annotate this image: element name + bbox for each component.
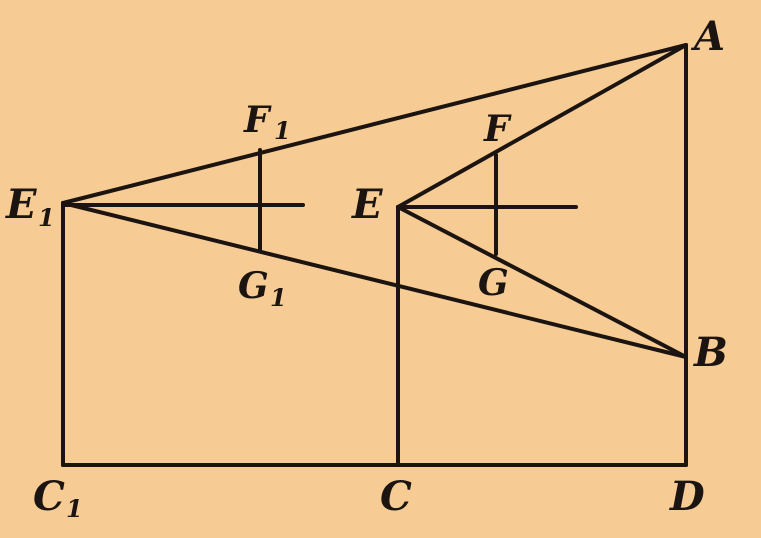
label-g1-subscript: 1 bbox=[270, 283, 287, 312]
label-g1: G bbox=[238, 265, 269, 307]
label-d: D bbox=[669, 473, 705, 520]
label-f1-subscript: 1 bbox=[274, 116, 291, 145]
label-e1: E bbox=[5, 181, 37, 228]
label-b: B bbox=[693, 329, 728, 376]
line-e1-b bbox=[61, 201, 688, 359]
line-e-b bbox=[396, 205, 688, 359]
label-e: E bbox=[351, 181, 383, 228]
label-f1: F bbox=[243, 99, 272, 141]
line-e1-a bbox=[61, 43, 688, 205]
label-c: C bbox=[380, 473, 412, 520]
label-f: F bbox=[483, 108, 512, 150]
label-c1: C bbox=[33, 473, 65, 520]
label-e1-subscript: 1 bbox=[38, 203, 55, 232]
label-a: A bbox=[690, 13, 725, 60]
label-g: G bbox=[478, 262, 509, 304]
label-c1-subscript: 1 bbox=[66, 494, 83, 523]
line-e-a bbox=[396, 43, 688, 209]
